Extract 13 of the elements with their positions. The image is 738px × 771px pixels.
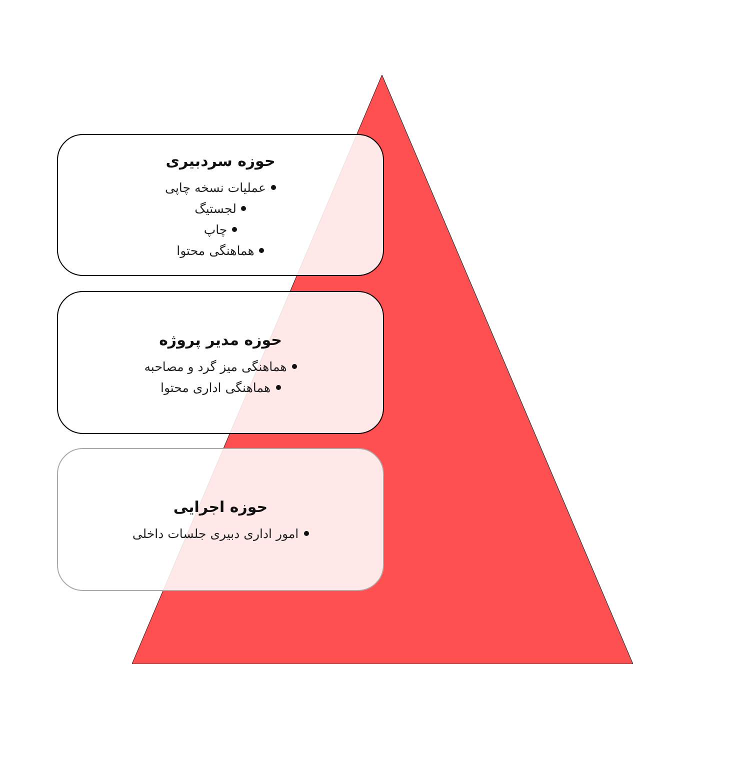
card-heading: حوزه سردبیری — [166, 152, 276, 170]
card-heading: حوزه مدیر پروژه — [159, 330, 282, 348]
bullet-item: چاپ — [204, 222, 228, 237]
rounded-card — [57, 448, 384, 591]
rounded-card — [57, 291, 384, 434]
bullet-item: لجستیگ — [194, 201, 236, 216]
bullet-item: هماهنگی میز گرد و مصاحبه — [144, 358, 287, 374]
bullet-item: هماهنگی اداری محتوا — [160, 380, 271, 394]
rounded-card — [57, 134, 384, 276]
bullet-item: هماهنگی محتوا — [176, 243, 254, 258]
card-heading: حوزه اجرایی — [173, 498, 268, 516]
bullet-item: عملیات نسخه چاپی — [165, 180, 266, 195]
bullet-item: امور اداری دبیری جلسات داخلی — [132, 526, 299, 541]
